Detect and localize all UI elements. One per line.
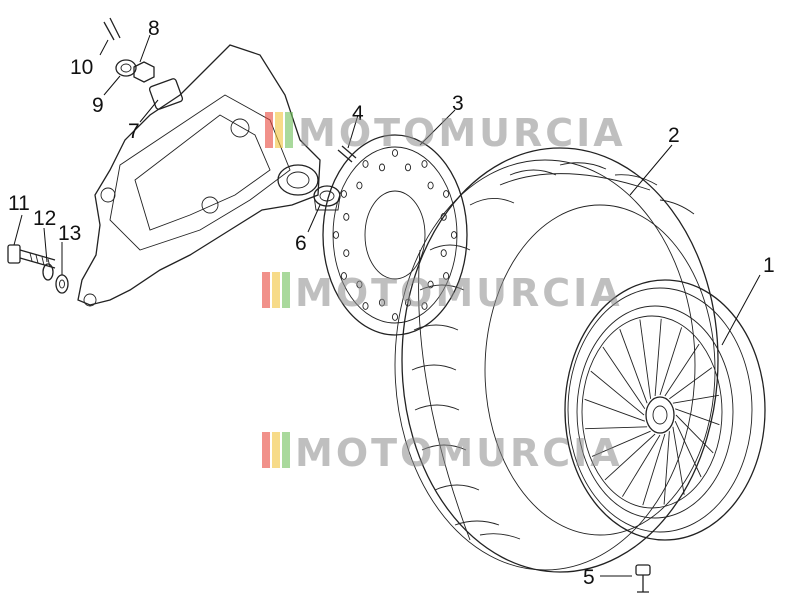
lock-washer-icon[interactable] (42, 263, 54, 281)
disc-hole (427, 280, 434, 289)
disc-hole (391, 313, 399, 321)
watermark-stripe-green (282, 432, 290, 468)
brake-disc-icon[interactable] (322, 134, 468, 336)
rim-spoke (664, 343, 700, 397)
rim-spoke (642, 433, 666, 506)
leader-lines (13, 34, 761, 577)
washer-icon[interactable] (55, 274, 69, 294)
rim-spoke (675, 408, 720, 426)
screw-icon[interactable] (337, 145, 357, 163)
watermark-stripe-red (262, 432, 270, 468)
callout-11: 11 (8, 192, 30, 215)
rim-spoke (654, 318, 662, 397)
castle-nut-icon[interactable] (115, 59, 137, 77)
watermark-stripe-red (262, 272, 270, 308)
disc-hole (356, 280, 363, 289)
callout-10: 10 (70, 56, 93, 79)
disc-hole (378, 163, 386, 172)
watermark-text: MOTOMURCIA (298, 111, 626, 155)
watermark: MOTOMURCIA (262, 431, 623, 475)
callout-7: 7 (128, 120, 140, 143)
disc-hole (362, 160, 369, 168)
rim-spoke (672, 426, 685, 495)
watermark-stripe-yellow (272, 272, 280, 308)
callout-9: 9 (92, 94, 104, 117)
rim-spoke (639, 319, 652, 399)
rim-spoke (674, 421, 702, 478)
disc-hole (356, 181, 363, 190)
disc-hole (440, 213, 447, 221)
disc-hole (421, 302, 428, 310)
callout-8: 8 (148, 17, 160, 40)
disc-hole (443, 272, 450, 280)
watermark: MOTOMURCIA (265, 111, 626, 155)
callout-5: 5 (583, 566, 595, 589)
watermark-stripe-red (265, 112, 273, 148)
disc-hole (378, 298, 386, 307)
rim-spoke (604, 433, 656, 481)
disc-hole (404, 298, 412, 307)
disc-hole (404, 163, 412, 172)
rim-spoke (585, 426, 648, 430)
callout-labels: 1 2 3 4 5 6 7 8 9 10 11 12 13 (8, 17, 775, 589)
disc-hole (362, 302, 369, 310)
rim-spoke (619, 329, 648, 404)
disc-hole (340, 190, 347, 198)
nut-icon[interactable] (133, 61, 155, 83)
callout-1: 1 (763, 254, 775, 277)
watermark-stripe-green (282, 272, 290, 308)
disc-hole (427, 181, 434, 190)
rim-spoke (675, 414, 714, 454)
watermark-text: MOTOMURCIA (295, 271, 623, 315)
cotter-pin-icon[interactable] (103, 17, 121, 41)
callout-12: 12 (33, 207, 56, 230)
disc-hole (391, 149, 399, 157)
rim-spoke (591, 430, 651, 457)
disc-hole (332, 231, 340, 239)
rim-spoke (669, 367, 713, 400)
disc-hole (421, 160, 428, 168)
rim-spoke (584, 398, 645, 422)
disc-hole (343, 213, 350, 221)
disc-hole (440, 249, 447, 257)
disc-hole (450, 231, 458, 239)
valve-icon[interactable] (635, 564, 651, 593)
rim-spoke (672, 394, 719, 404)
callout-2: 2 (668, 124, 680, 147)
bushing-icon[interactable] (148, 78, 184, 110)
watermark-stripe-green (285, 112, 293, 148)
watermark-stripe-yellow (275, 112, 283, 148)
disc-hole (340, 272, 347, 280)
spacer-icon[interactable] (313, 185, 341, 211)
disc-hole (443, 190, 450, 198)
disc-hole (343, 249, 350, 257)
rim-spoke (602, 346, 646, 410)
tyre-icon[interactable] (394, 147, 719, 573)
callout-4: 4 (352, 102, 364, 125)
rim-spoke (659, 327, 683, 396)
rim-icon[interactable] (564, 279, 766, 541)
callout-3: 3 (452, 92, 464, 115)
callout-13: 13 (58, 222, 81, 245)
watermark-text: MOTOMURCIA (295, 431, 623, 475)
swing-arm-icon[interactable] (77, 44, 321, 307)
watermark: MOTOMURCIA (262, 271, 623, 315)
callout-6: 6 (295, 232, 307, 255)
rim-spoke (590, 370, 645, 416)
rim-spoke (622, 434, 661, 497)
rim-spoke (663, 431, 670, 505)
watermark-stripe-yellow (272, 432, 280, 468)
